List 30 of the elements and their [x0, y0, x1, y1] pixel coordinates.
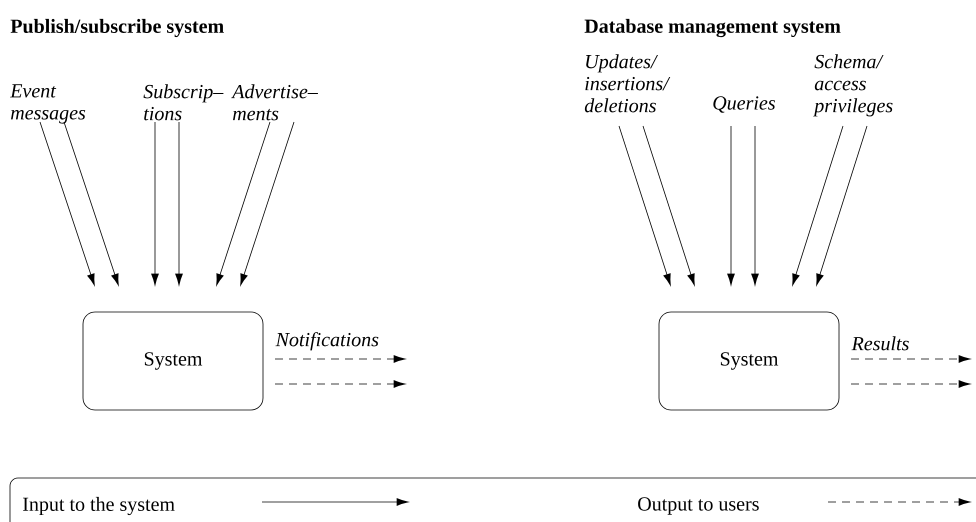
arrow [240, 122, 294, 286]
input-label: Subscrip– tions [144, 84, 224, 120]
dashed-arrow [850, 380, 970, 388]
arrow [727, 126, 735, 286]
legend-text: Output to users [638, 497, 759, 515]
arrow [64, 122, 119, 286]
heading: Publish/subscribe system [10, 18, 224, 38]
input-label: Advertise– ments [231, 84, 318, 120]
input-label: Event messages [10, 84, 86, 124]
dashed-arrow [850, 355, 970, 363]
edge-label: Notifications [274, 330, 380, 352]
arrow [40, 122, 95, 286]
system-box: System [658, 312, 840, 410]
arrow [151, 122, 159, 286]
arrow [175, 122, 183, 286]
input-label: Updates/ insertions/ deletions [584, 54, 670, 112]
input-label: Queries [713, 96, 775, 113]
dashed-arrow [274, 380, 406, 388]
arrow [216, 122, 270, 286]
arrow [816, 126, 868, 286]
legend-text: Input to the system [23, 496, 175, 516]
input-label: Schema/ access privileges [813, 54, 893, 116]
arrow [642, 126, 695, 286]
system-box: System [82, 312, 264, 410]
edge-label: Results [850, 334, 911, 352]
arrow [751, 126, 759, 286]
arrow [618, 126, 671, 286]
arrow [792, 126, 844, 286]
dashed-arrow [274, 355, 406, 363]
heading: Database management system [584, 18, 841, 38]
